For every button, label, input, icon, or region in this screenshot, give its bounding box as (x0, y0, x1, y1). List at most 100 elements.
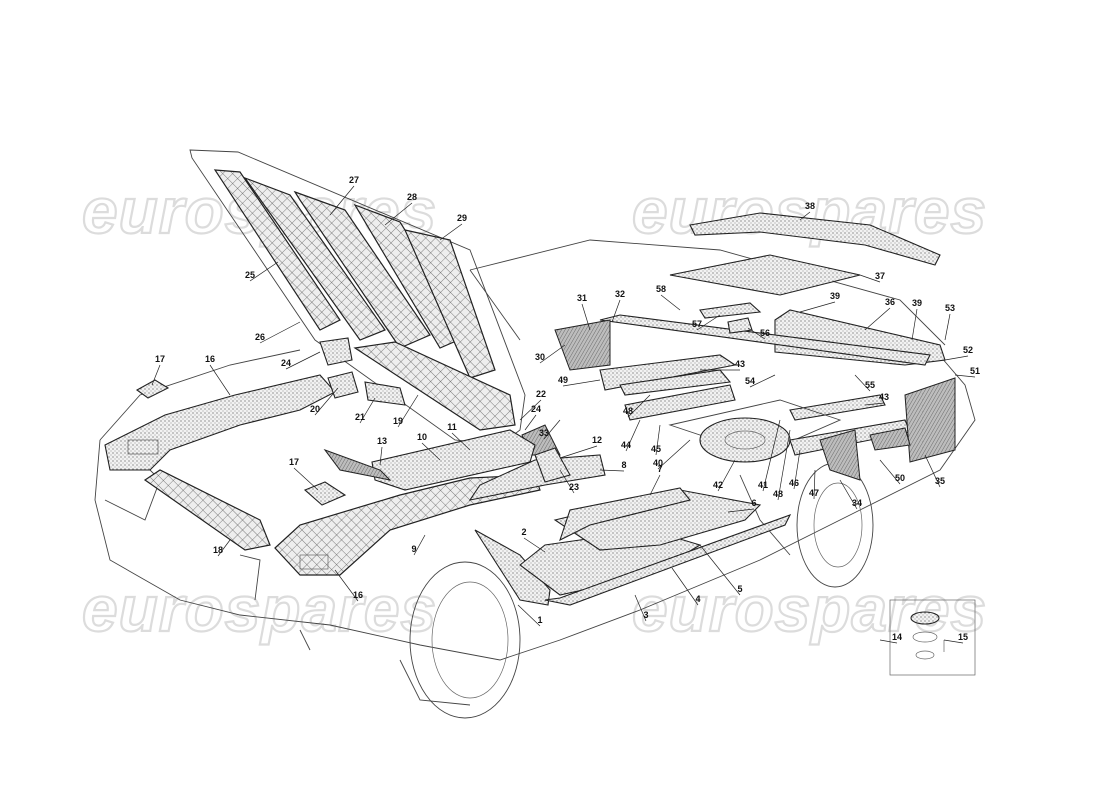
callout-27: 27 (349, 175, 359, 185)
callout-leader-29 (439, 223, 463, 241)
callout-leader-57 (696, 314, 721, 331)
bonnet-pad-25 (213, 169, 341, 331)
callout-leader-31 (581, 303, 591, 331)
callout-40: 40 (653, 458, 663, 468)
callout-leader-28 (384, 202, 413, 226)
callout-leader-39 (799, 301, 836, 313)
pad-sill (544, 514, 792, 606)
callout-48: 48 (623, 406, 633, 416)
pad-7 (559, 487, 691, 542)
watermark-bottom-left: eurospares (82, 573, 437, 645)
callout-leader-54 (749, 374, 776, 388)
callout-11: 11 (447, 422, 457, 432)
callout-leader-30 (539, 344, 566, 364)
pad-16-upper (104, 374, 336, 471)
callout-leader-3 (634, 594, 647, 622)
pad-37 (669, 254, 861, 296)
callout-leader-52 (944, 355, 969, 361)
pad-23 (534, 447, 571, 483)
floor-pads (474, 487, 792, 606)
callout-leader-38 (799, 211, 811, 221)
callout-leader-6 (727, 508, 755, 513)
callout-56: 56 (760, 328, 770, 338)
callout-39: 39 (912, 298, 922, 308)
callout-leader-27 (329, 185, 355, 216)
callout-9: 9 (411, 544, 416, 554)
callout-57: 57 (692, 319, 702, 329)
callout-36: 36 (885, 297, 895, 307)
callout-leader-55 (854, 374, 871, 392)
callout-34: 34 (852, 498, 862, 508)
callout-10: 10 (417, 432, 427, 442)
callout-17: 17 (155, 354, 165, 364)
callout-leader-44 (625, 419, 641, 452)
pad-35 (904, 377, 956, 463)
callout-37: 37 (875, 271, 885, 281)
callout-leader-13 (379, 446, 383, 466)
callout-leader-16 (209, 364, 231, 396)
callout-5: 5 (737, 584, 742, 594)
callout-17: 17 (289, 457, 299, 467)
pad-18 (143, 469, 271, 551)
callout-leader-48 (627, 394, 651, 418)
callout-leader-9 (413, 534, 426, 556)
spare-wheel (699, 417, 791, 463)
callout-30: 30 (535, 352, 545, 362)
callout-55: 55 (865, 380, 875, 390)
callout-49: 49 (558, 375, 568, 385)
pad-20 (327, 371, 359, 399)
callout-16: 16 (205, 354, 215, 364)
pad-43-right (789, 394, 886, 421)
callout-38: 38 (805, 201, 815, 211)
callout-48: 48 (773, 489, 783, 499)
callout-leader-32 (611, 299, 621, 323)
callout-24: 24 (531, 404, 541, 414)
callout-20: 20 (310, 404, 320, 414)
bonnet-group (189, 149, 526, 446)
callout-46: 46 (789, 478, 799, 488)
callout-22: 22 (536, 389, 546, 399)
pad-24-left (319, 337, 353, 366)
callout-leader-48 (777, 429, 791, 501)
callout-leader-56 (747, 327, 766, 340)
callout-28: 28 (407, 192, 417, 202)
callout-leader-10 (421, 442, 441, 461)
callout-26: 26 (255, 332, 265, 342)
callout-leader-16 (334, 569, 359, 602)
callout-leader-19 (397, 394, 419, 428)
callout-33: 33 (539, 428, 549, 438)
pad-50 (869, 427, 911, 451)
callout-24: 24 (281, 358, 291, 368)
callout-leader-17 (151, 364, 161, 386)
callout-leader-17 (293, 467, 319, 491)
pad-12-8 (468, 454, 606, 501)
callout-leader-37 (859, 274, 881, 283)
bonnet-pad-19 (353, 341, 516, 431)
callout-50: 50 (895, 473, 905, 483)
pad-17-left (135, 379, 170, 399)
callout-leader-12 (559, 445, 598, 459)
callout-29: 29 (457, 213, 467, 223)
callout-51: 51 (970, 366, 980, 376)
pad-21 (364, 381, 406, 406)
pad-48 (619, 369, 732, 396)
callout-leader-26 (259, 321, 301, 344)
callout-43: 43 (735, 359, 745, 369)
callout-43: 43 (879, 392, 889, 402)
pad-44-45 (624, 384, 736, 421)
callout-leader-22 (519, 399, 542, 421)
callout-leader-21 (359, 397, 376, 424)
callout-leader-4 (671, 567, 699, 606)
pad-16-lower (274, 474, 541, 576)
callout-leader-25 (249, 261, 279, 282)
callout-6: 6 (751, 498, 756, 508)
callout-leader-34 (839, 479, 858, 510)
callout-42: 42 (713, 480, 723, 490)
pad-1-2 (474, 529, 551, 606)
callout-58: 58 (656, 284, 666, 294)
pad-30-31 (554, 319, 611, 371)
callout-15: 15 (958, 632, 968, 642)
pad-38 (689, 212, 941, 266)
callout-leader-1 (517, 604, 541, 627)
